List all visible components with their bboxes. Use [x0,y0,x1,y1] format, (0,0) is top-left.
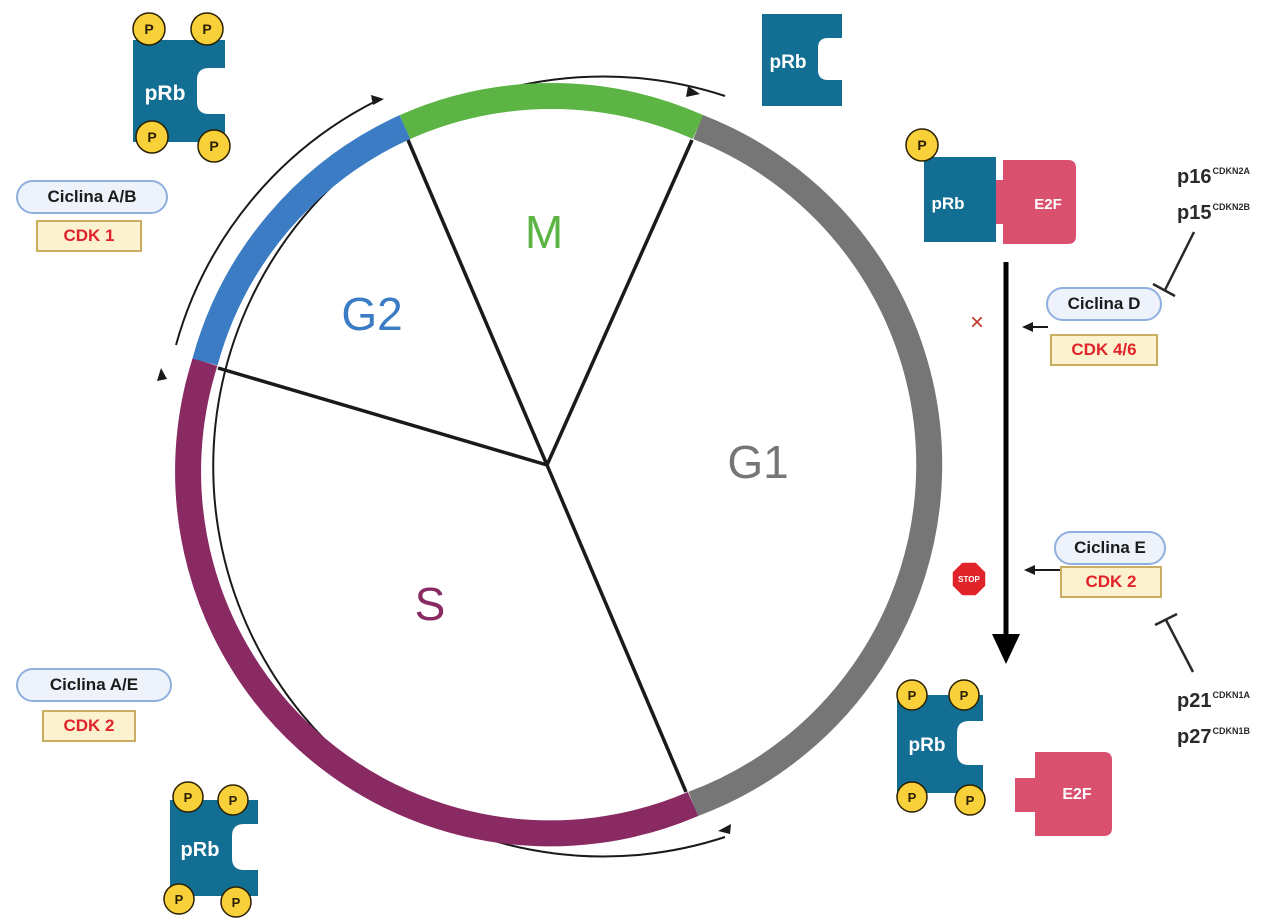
divider-g2-m [406,139,549,466]
phase-label-g1: G1 [727,436,788,488]
stop-sign-icon: STOP [951,561,987,597]
inhibitors-p21-p27: p21CDKN1A p27CDKN1B [1177,680,1250,752]
svg-text:E2F: E2F [1062,786,1092,803]
p16-label: p16CDKN2A [1177,166,1250,188]
svg-text:P: P [147,129,156,145]
cyclin-e-label: Ciclina E [1054,531,1166,565]
arrowhead-bottom [718,824,731,834]
svg-text:P: P [917,137,926,153]
cycle-arc-segment [175,99,379,346]
svg-text:E2F: E2F [1034,196,1062,213]
cyclin-d-label: Ciclina D [1046,287,1162,321]
cycle-arrowheads [157,86,731,834]
svg-text:P: P [144,21,153,37]
divider-m-g1 [545,139,694,466]
cdk2-label-g1: CDK 2 [1060,566,1162,598]
phosphate-group: P P P P [896,679,986,816]
phase-label-g2: G2 [341,288,402,340]
p16-p15-inhibition [1152,231,1196,298]
cdk2-label-s: CDK 2 [42,710,136,742]
divider-g1-s [545,464,688,793]
phase-label-s: S [415,578,446,630]
divider-s-g2 [217,366,548,467]
prb-unphosphorylated: pRb [762,14,842,106]
cyclin-e-arrow [1024,565,1060,575]
svg-text:P: P [908,790,917,805]
prb-phosphorylated-released: pRb [897,695,983,793]
cycle-direction-arc [175,75,726,858]
phosphate-group: P P P P [163,781,252,918]
cdk46-label: CDK 4/6 [1050,334,1158,366]
prb-e2f-complex: pRb E2F P [905,128,1076,244]
cdk1-label: CDK 1 [36,220,142,252]
phase-dividers [217,139,694,793]
p27-label: p27CDKN1B [1177,726,1250,748]
cyclin-ae-label: Ciclina A/E [16,668,172,702]
svg-text:pRb: pRb [931,194,964,213]
arrowhead-top-left [371,95,384,105]
svg-text:P: P [232,895,241,910]
cyclin-ab-label: Ciclina A/B [16,180,168,214]
phase-label-m: M [525,206,563,258]
prb-label: pRb [145,82,186,105]
m-band [399,83,704,139]
p21-p27-inhibition [1154,612,1195,673]
arrowhead-top-right [686,86,700,97]
phase-ring [175,83,943,847]
g1-band [688,114,943,817]
svg-text:pRb: pRb [909,735,946,756]
arrowhead-left [157,368,167,381]
svg-text:P: P [184,790,193,805]
svg-text:pRb: pRb [770,52,807,73]
s-band [175,358,699,847]
svg-text:P: P [229,793,238,808]
p21-label: p21CDKN1A [1177,690,1250,712]
blocked-mark: × [970,309,984,336]
prb-phosphorylated-s: pRb [170,800,258,896]
prb-phosphorylated-g2: pRb [133,40,225,142]
svg-text:P: P [202,21,211,37]
p15-label: p15CDKN2B [1177,202,1250,224]
cyclin-d-arrow [1022,322,1048,332]
svg-text:P: P [209,138,218,154]
svg-text:P: P [175,892,184,907]
svg-text:P: P [966,793,975,808]
svg-text:STOP: STOP [958,575,980,584]
g2-band [192,115,411,366]
svg-text:P: P [908,688,917,703]
phosphate-group: P P P P [132,12,231,163]
g1-progression-arrow [992,262,1020,664]
inhibitors-p16-p15: p16CDKN2A p15CDKN2B [1177,156,1250,228]
svg-text:P: P [960,688,969,703]
e2f-free: E2F [1015,752,1112,836]
svg-text:pRb: pRb [181,839,220,861]
